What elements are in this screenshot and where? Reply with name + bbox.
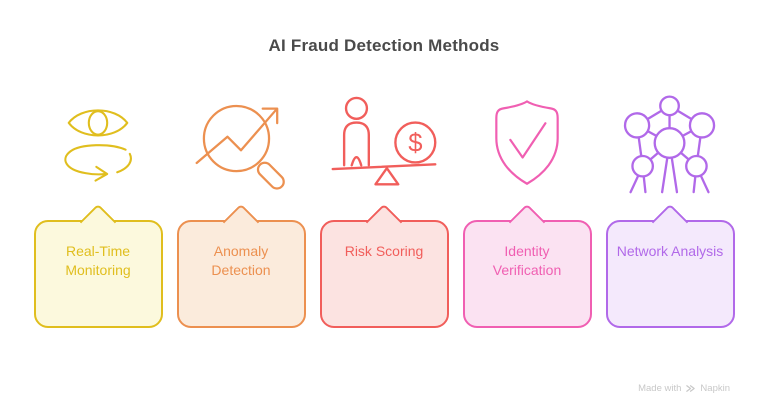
method-card: Network Analysis: [605, 203, 735, 328]
method-card: Identity Verification: [462, 203, 592, 328]
method-label: Identity Verification: [492, 243, 562, 278]
methods-row: Real-Time Monitoring Anomaly Detection: [33, 93, 735, 328]
method-column-anomaly-detection: Anomaly Detection: [176, 93, 306, 328]
shield-checkmark-icon: [483, 93, 571, 193]
method-label: Anomaly Detection: [211, 243, 271, 278]
watermark-brand: Napkin: [700, 383, 730, 394]
method-card: Anomaly Detection: [176, 203, 306, 328]
method-card: Real-Time Monitoring: [33, 203, 163, 328]
method-column-network-analysis: Network Analysis: [605, 93, 735, 328]
method-column-identity-verification: Identity Verification: [462, 93, 592, 328]
method-label: Risk Scoring: [344, 243, 424, 259]
balance-scale-dollar-icon: $: [328, 93, 440, 193]
made-with-napkin-watermark: Made with Napkin: [638, 383, 730, 394]
method-column-risk-scoring: $ Risk Scoring: [319, 93, 449, 328]
magnifier-trend-arrow-icon: [191, 93, 291, 193]
eye-rotation-monitoring-icon: [52, 93, 144, 193]
method-label: Real-Time Monitoring: [65, 243, 131, 278]
dollar-sign: $: [408, 130, 422, 158]
napkin-logo-icon: [686, 385, 696, 392]
watermark-text: Made with: [638, 383, 682, 394]
method-label: Network Analysis: [616, 243, 724, 259]
page-title: AI Fraud Detection Methods: [268, 36, 500, 55]
network-graph-icon: [621, 93, 719, 194]
method-card: Risk Scoring: [319, 203, 449, 328]
method-column-real-time-monitoring: Real-Time Monitoring: [33, 93, 163, 328]
